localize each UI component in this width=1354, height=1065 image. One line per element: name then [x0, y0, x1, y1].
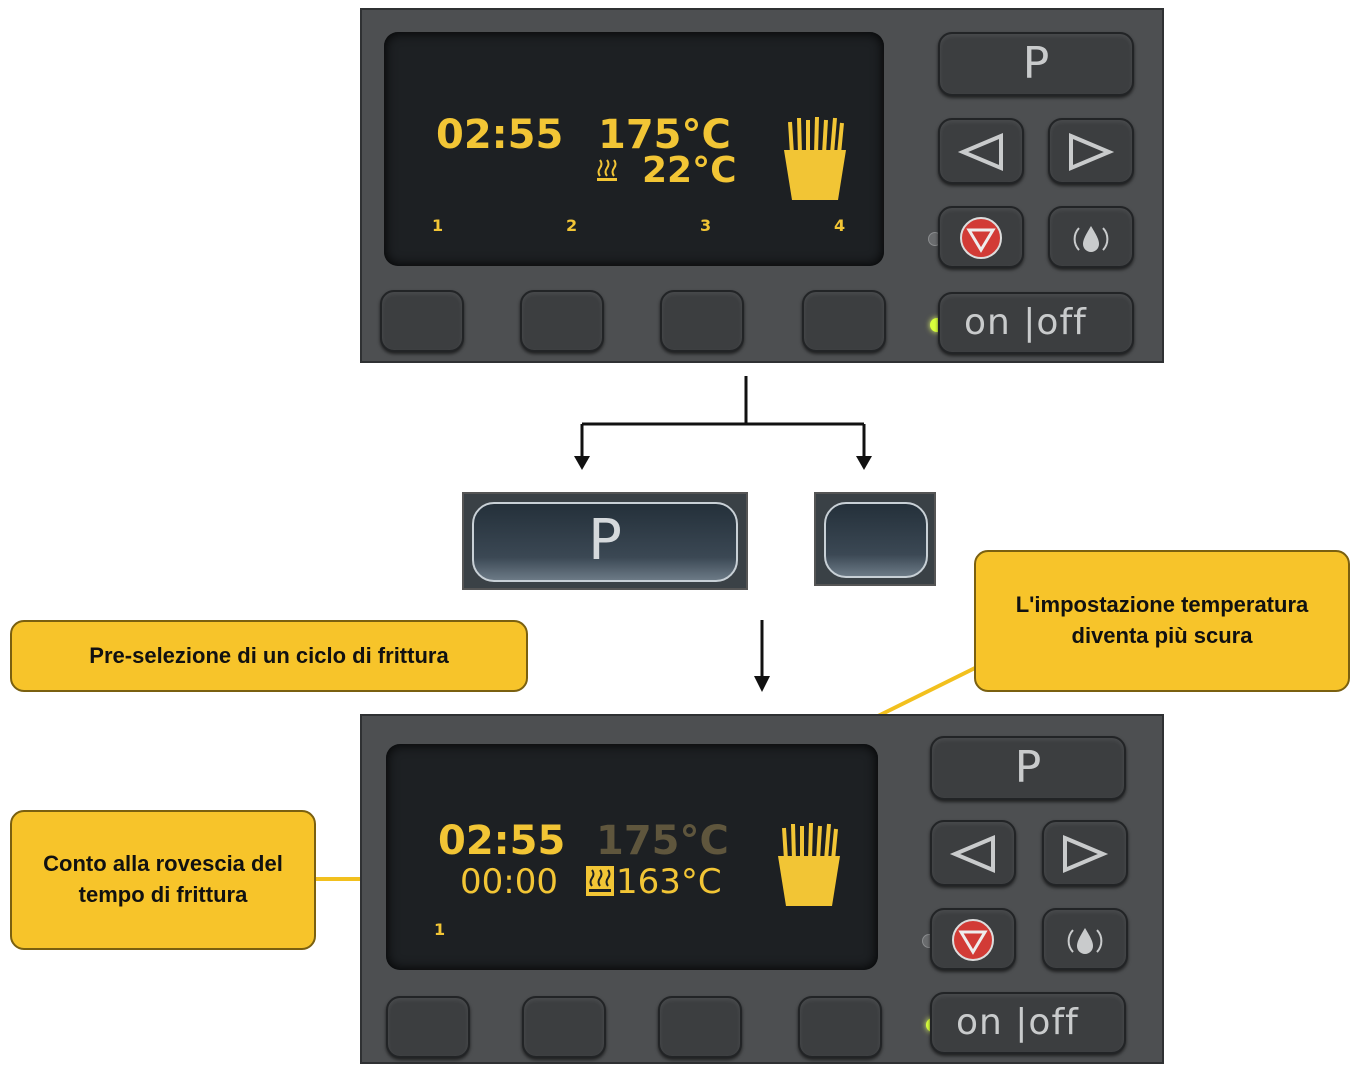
soft-key-1[interactable] — [386, 996, 470, 1058]
callout-countdown: Conto alla rovescia del tempo di frittur… — [10, 810, 316, 950]
left-arrow-button[interactable] — [938, 118, 1024, 184]
left-arrow-button[interactable] — [930, 820, 1016, 886]
oil-drop-icon — [1073, 226, 1109, 252]
right-arrow-icon — [1063, 834, 1109, 874]
stop-icon — [952, 919, 994, 961]
control-panel-before: 02:55 175°C 22°C 1 2 3 4 P on |off — [360, 8, 1164, 363]
soft-key-2[interactable] — [522, 996, 606, 1058]
left-arrow-icon — [949, 834, 995, 874]
left-arrow-icon — [957, 132, 1003, 172]
soft-key-1[interactable] — [380, 290, 464, 352]
heat-icon — [596, 158, 618, 187]
oil-button[interactable] — [1042, 908, 1128, 970]
stop-icon — [960, 217, 1002, 259]
callout-temperature-dim: L'impostazione temperatura diventa più s… — [974, 550, 1350, 692]
right-arrow-icon — [1069, 132, 1115, 172]
slot-label: 1 — [432, 216, 444, 235]
callout-preselection: Pre-selezione di un ciclo di frittura — [10, 620, 528, 692]
on-off-button[interactable]: on |off — [930, 992, 1126, 1054]
zoomed-program-button: P — [462, 492, 748, 590]
soft-key-4[interactable] — [798, 996, 882, 1058]
zoomed-soft-key — [814, 492, 936, 586]
current-temperature: 163°C — [616, 862, 722, 902]
slot-label: 4 — [834, 216, 846, 235]
arrow-head — [574, 456, 590, 470]
soft-key-3[interactable] — [660, 290, 744, 352]
soft-key-2[interactable] — [520, 290, 604, 352]
oil-drop-icon — [1067, 928, 1103, 954]
soft-key-4[interactable] — [802, 290, 886, 352]
display-screen: 02:55 175°C 22°C 1 2 3 4 — [384, 32, 884, 266]
soft-key-closeup[interactable] — [824, 502, 928, 578]
countdown-timer: 00:00 — [460, 862, 558, 902]
program-button-closeup[interactable]: P — [472, 502, 738, 582]
cook-time: 02:55 — [436, 112, 564, 158]
arrow-head — [856, 456, 872, 470]
heat-icon — [586, 866, 614, 901]
slot-label: 2 — [566, 216, 578, 235]
right-arrow-button[interactable] — [1048, 118, 1134, 184]
slot-label: 1 — [434, 920, 446, 939]
control-panel-after: 02:55 00:00 175°C 163°C 1 P on |off — [360, 714, 1164, 1064]
cook-time: 02:55 — [438, 818, 566, 864]
arrow-head — [754, 676, 770, 692]
fries-icon — [774, 820, 844, 915]
program-button[interactable]: P — [938, 32, 1134, 96]
program-button[interactable]: P — [930, 736, 1126, 800]
soft-key-3[interactable] — [658, 996, 742, 1058]
stop-button[interactable] — [938, 206, 1024, 268]
stop-button[interactable] — [930, 908, 1016, 970]
slot-label: 3 — [700, 216, 712, 235]
right-arrow-button[interactable] — [1042, 820, 1128, 886]
display-screen: 02:55 00:00 175°C 163°C 1 — [386, 744, 878, 970]
current-temperature: 22°C — [642, 150, 737, 191]
set-temperature: 175°C — [598, 112, 731, 158]
on-off-button[interactable]: on |off — [938, 292, 1134, 354]
oil-button[interactable] — [1048, 206, 1134, 268]
set-temperature-dimmed: 175°C — [596, 818, 729, 864]
fries-icon — [780, 114, 850, 209]
